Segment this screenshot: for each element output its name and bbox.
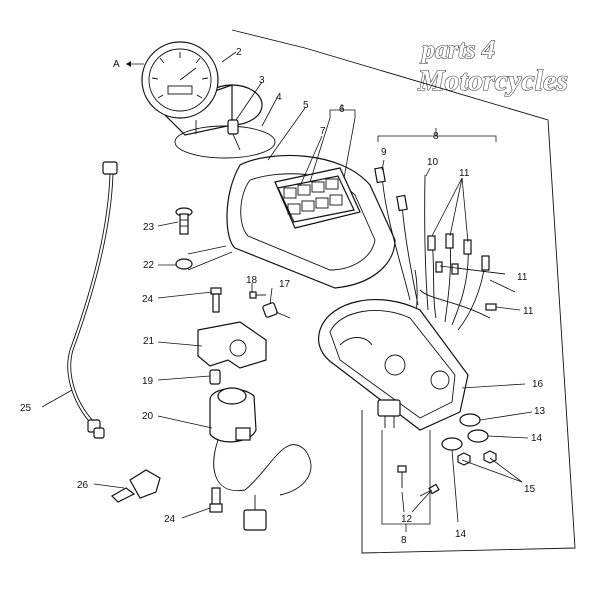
speedometer (141, 41, 263, 136)
callout-11-c: 11 (523, 306, 534, 317)
callout-25: 25 (20, 403, 32, 414)
callout-23: 23 (143, 222, 155, 233)
callout-11-b: 11 (517, 272, 528, 283)
meter-cover-ring (174, 125, 276, 159)
callout-labels: A 2 3 4 5 6 7 8 9 10 11 11 11 16 13 14 1… (20, 47, 546, 546)
callout-6: 6 (339, 104, 345, 115)
callout-12: 12 (401, 514, 413, 525)
switch-bolt-top (210, 287, 222, 313)
assembly-frame (231, 29, 576, 554)
callout-4: 4 (276, 92, 282, 103)
callout-26: 26 (77, 480, 89, 491)
callout-7: 7 (320, 126, 326, 137)
bracket-washer (175, 258, 193, 270)
ignition-switch (209, 387, 312, 496)
callout-16: 16 (532, 379, 544, 390)
callout-8-top: 8 (433, 131, 439, 142)
housing-screws (397, 465, 440, 497)
callout-13: 13 (534, 406, 546, 417)
callout-2: 2 (236, 47, 242, 58)
callout-20: 20 (142, 411, 154, 422)
callout-21: 21 (143, 336, 155, 347)
callout-14-a: 14 (531, 433, 543, 444)
callout-18: 18 (246, 275, 258, 286)
callout-11-a: 11 (459, 168, 470, 179)
grommets (441, 413, 489, 451)
callout-15: 15 (524, 484, 536, 495)
callout-14-b: 14 (455, 529, 467, 540)
leader-lines (41, 51, 533, 532)
meter-bulb (227, 119, 241, 151)
callout-24-a: 24 (142, 294, 154, 305)
housing-connector (377, 399, 401, 428)
callout-9: 9 (381, 147, 387, 158)
wiring-harness (374, 166, 497, 356)
callout-17: 17 (279, 279, 291, 290)
callout-19: 19 (142, 376, 154, 387)
bulb-socket (262, 302, 291, 319)
callout-A: A (113, 59, 120, 70)
switch-bracket (197, 321, 267, 369)
callout-8-bottom: 8 (401, 535, 407, 546)
meter-housing-lower (317, 299, 469, 431)
indicator-panel (274, 167, 361, 229)
collar-bushing (209, 369, 221, 385)
callout-5: 5 (303, 100, 309, 111)
watermark-line1: parts 4 (420, 35, 495, 64)
callout-10: 10 (427, 157, 439, 168)
callout-24-b: 24 (164, 514, 176, 525)
watermark-line2: Motorcycles (417, 64, 568, 97)
ignition-key (111, 469, 161, 503)
watermark-logo: parts 4 Motorcycles (416, 34, 568, 97)
callout-3: 3 (259, 75, 265, 86)
small-screw (249, 291, 266, 299)
switch-bolt-bottom (209, 487, 223, 513)
bracket-bolt (175, 207, 193, 235)
speedometer-cable (67, 161, 118, 439)
callout-22: 22 (143, 260, 155, 271)
ignition-connector (243, 495, 267, 531)
